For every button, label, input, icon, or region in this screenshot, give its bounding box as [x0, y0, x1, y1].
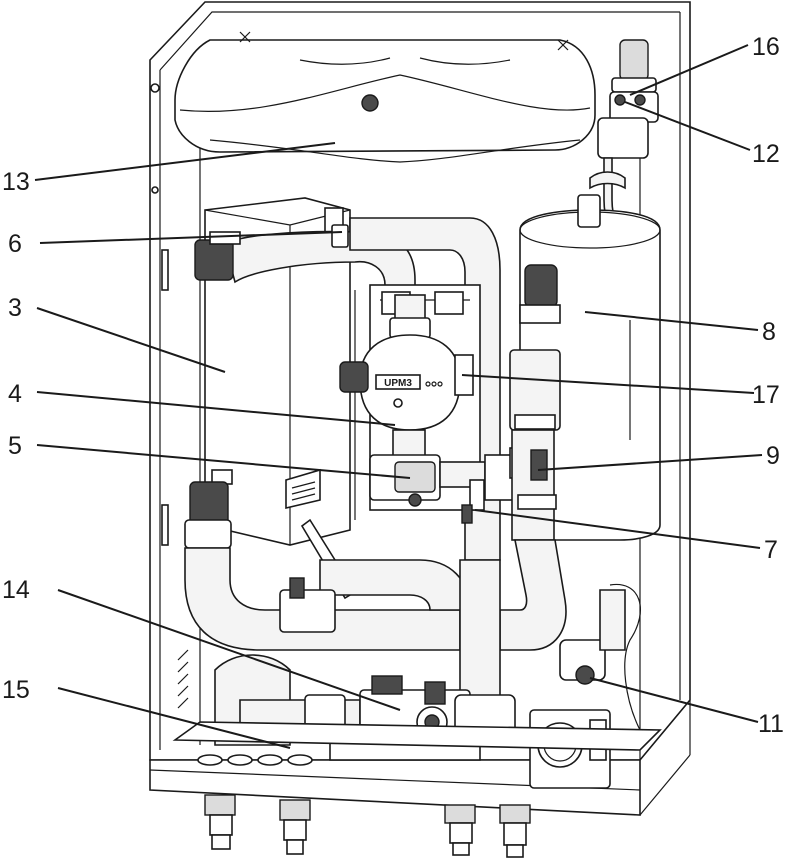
callout-9: 9 [766, 442, 780, 470]
callout-13: 13 [2, 168, 30, 196]
bottom-connectors [204, 794, 531, 858]
pump-badge-label: UPM3 [384, 378, 412, 389]
diverter-valve-block [369, 447, 531, 524]
callout-16: 16 [752, 33, 780, 61]
callout-5: 5 [8, 432, 22, 460]
callout-labels: 16 12 13 6 3 8 4 17 5 9 7 14 15 11 [2, 33, 784, 738]
callout-3: 3 [8, 294, 22, 322]
callout-11: 11 [758, 710, 784, 738]
callout-6: 6 [8, 230, 22, 258]
callout-15: 15 [2, 676, 30, 704]
callout-14: 14 [2, 576, 30, 604]
return-pipe-column [499, 264, 567, 651]
callout-4: 4 [8, 380, 22, 408]
callout-8: 8 [762, 318, 776, 346]
callout-7: 7 [764, 536, 778, 564]
lower-pipework [184, 481, 501, 746]
callout-12: 12 [752, 140, 780, 168]
leader-lines [34, 44, 763, 749]
base-plate [172, 721, 662, 766]
expansion-vessel [174, 31, 596, 163]
callout-17: 17 [752, 381, 780, 409]
